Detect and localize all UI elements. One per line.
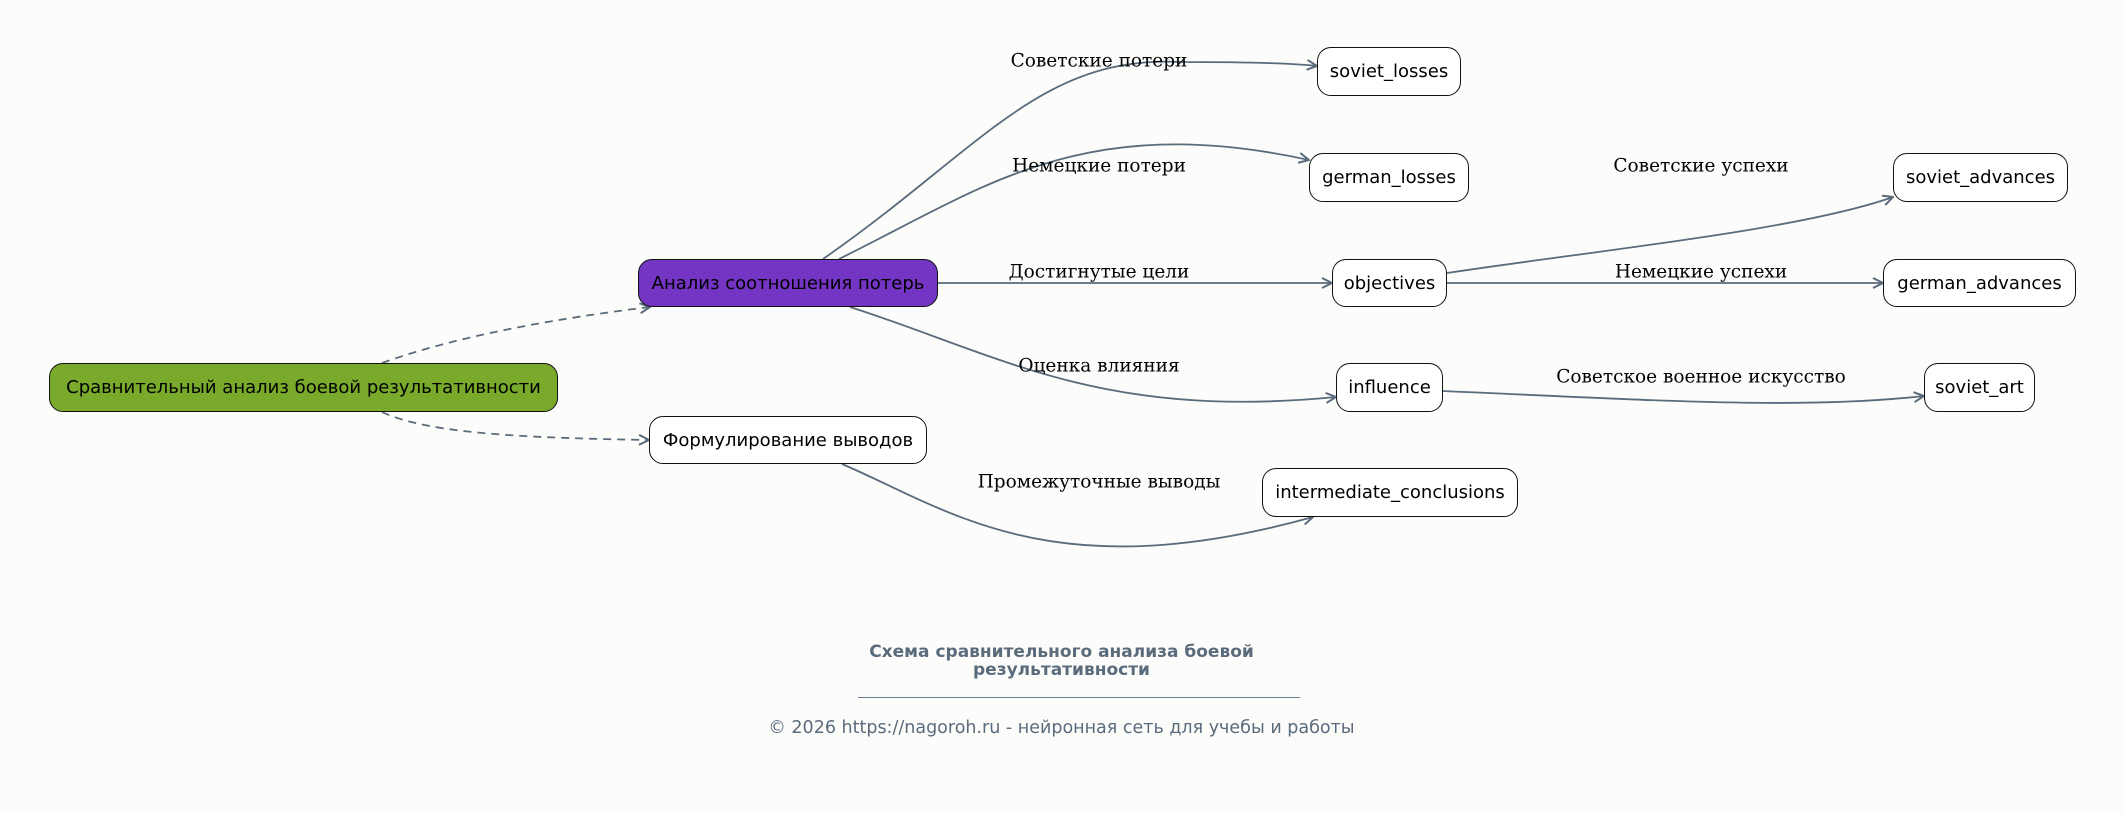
node-label: influence xyxy=(1348,377,1431,398)
node-root[interactable]: Сравнительный анализ боевой результативн… xyxy=(49,363,558,412)
edge-label-soviet-art: Советское военное искусство xyxy=(1556,366,1846,388)
edge-label-soviet-advances: Советские успехи xyxy=(1613,155,1789,177)
node-label: Анализ соотношения потерь xyxy=(651,272,925,294)
node-label: intermediate_conclusions xyxy=(1275,482,1505,503)
node-label: soviet_losses xyxy=(1329,61,1449,82)
edge-to-intermediate xyxy=(841,463,1313,548)
diagram-title-line2: результативности xyxy=(973,660,1150,680)
edge-to-soviet-art xyxy=(1442,390,1924,404)
title-divider xyxy=(858,697,1300,698)
diagram-title-line1: Схема сравнительного анализа боевой xyxy=(869,642,1254,662)
node-label: Формулирование выводов xyxy=(662,429,914,451)
edge-to-soviet-advances xyxy=(1446,197,1893,274)
node-loss-analysis[interactable]: Анализ соотношения потерь xyxy=(638,259,938,307)
node-conclusions[interactable]: Формулирование выводов xyxy=(649,416,927,464)
footer-credit: © 2026 https://nagoroh.ru - нейронная се… xyxy=(768,718,1355,738)
node-soviet-losses[interactable]: soviet_losses xyxy=(1317,47,1461,96)
edge-to-german-losses xyxy=(838,143,1309,260)
node-intermediate-conclusions[interactable]: intermediate_conclusions xyxy=(1262,468,1518,517)
node-soviet-art[interactable]: soviet_art xyxy=(1924,363,2035,412)
node-german-advances[interactable]: german_advances xyxy=(1883,259,2076,307)
node-objectives[interactable]: objectives xyxy=(1332,259,1447,307)
edge-label-influence: Оценка влияния xyxy=(1018,355,1180,377)
node-label: objectives xyxy=(1343,272,1436,294)
node-label: Сравнительный анализ боевой результативн… xyxy=(66,377,541,398)
node-influence[interactable]: influence xyxy=(1336,363,1443,412)
node-label: german_advances xyxy=(1897,272,2062,294)
edge-label-intermediate: Промежуточные выводы xyxy=(977,471,1221,493)
edge-root-to-loss-analysis xyxy=(381,307,650,364)
node-german-losses[interactable]: german_losses xyxy=(1309,153,1469,202)
node-label: soviet_advances xyxy=(1905,167,2056,188)
node-soviet-advances[interactable]: soviet_advances xyxy=(1893,153,2068,202)
node-label: german_losses xyxy=(1322,167,1456,188)
edge-to-soviet-losses xyxy=(822,62,1317,260)
node-label: soviet_art xyxy=(1935,377,2024,398)
edge-label-german-losses: Немецкие потери xyxy=(1012,155,1186,177)
edge-label-german-advances: Немецкие успехи xyxy=(1614,261,1788,283)
edge-to-influence xyxy=(849,306,1336,402)
edge-root-to-conclusions xyxy=(381,411,649,440)
edge-label-soviet-losses: Советские потери xyxy=(1010,50,1188,72)
edge-label-objectives: Достигнутые цели xyxy=(1008,261,1190,283)
